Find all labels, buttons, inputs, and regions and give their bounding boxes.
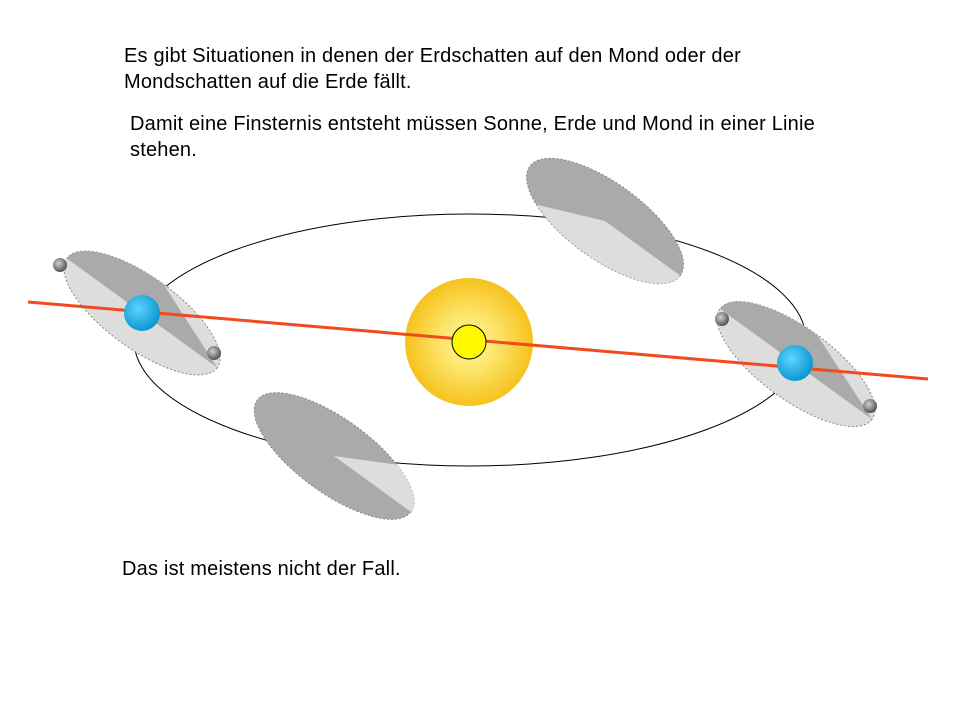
moon-orbit-plane-bottom xyxy=(253,392,415,520)
moon-left-top xyxy=(53,258,67,272)
alignment-text: Damit eine Finsternis entsteht müssen So… xyxy=(130,113,815,161)
earth-right xyxy=(777,345,813,381)
moon-orbit-plane-top xyxy=(526,157,684,285)
moon-right-bottom xyxy=(863,399,877,413)
moon-left-bottom xyxy=(207,346,221,360)
sun-core xyxy=(451,324,487,360)
earth-left xyxy=(124,295,160,331)
moon-right-top xyxy=(715,312,729,326)
conclusion-text: Das ist meistens nicht der Fall. xyxy=(122,558,401,580)
intro-text: Es gibt Situationen in denen der Erdscha… xyxy=(124,45,741,93)
